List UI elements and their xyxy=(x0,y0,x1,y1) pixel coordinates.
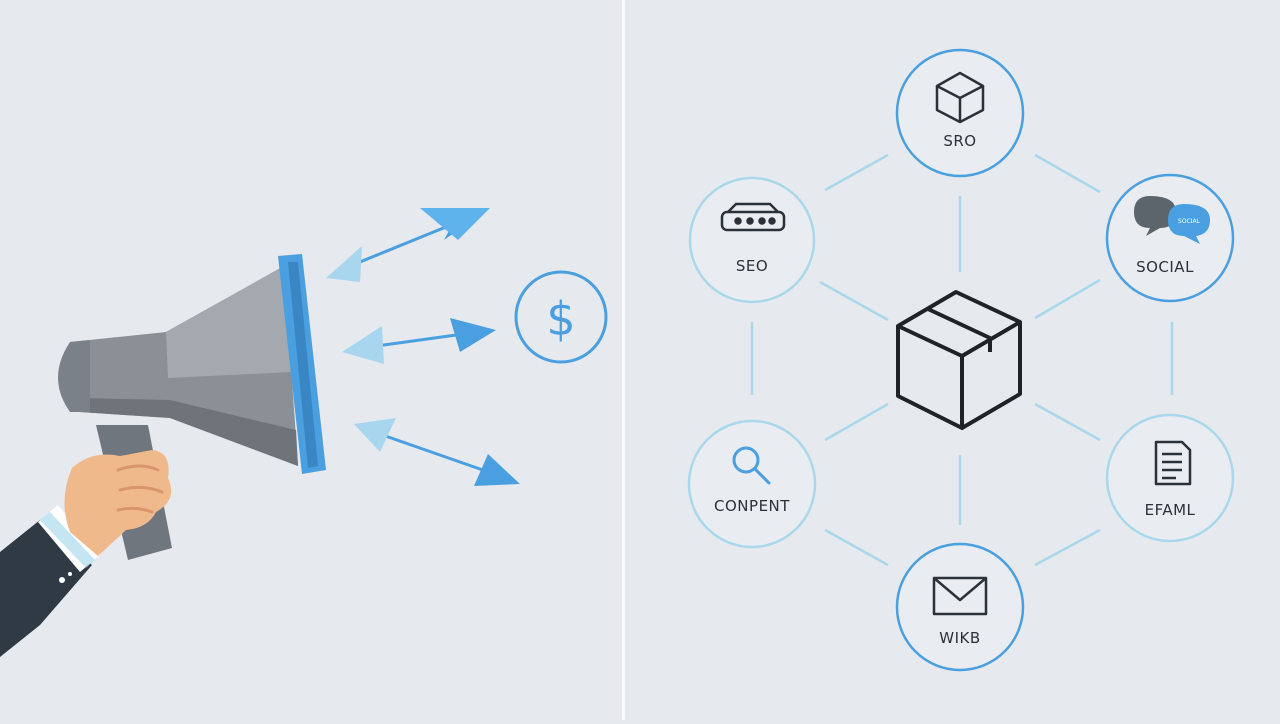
panel-divider xyxy=(622,0,625,720)
node-label-top: SRO xyxy=(943,132,976,150)
node-label-bottom: WIKB xyxy=(939,629,980,647)
magnifier-icon xyxy=(732,446,771,485)
chat-bubbles-icon: SOCIAL xyxy=(1134,196,1210,244)
node-label-upper-left: SEO xyxy=(736,257,768,275)
node-label-lower-left: CONPENT xyxy=(714,497,790,515)
node-label-lower-right: EFAML xyxy=(1145,501,1196,519)
node-label-upper-right: SOCIAL xyxy=(1136,258,1194,276)
network-node-upper-left: SEO xyxy=(688,176,816,304)
network-node-top: SRO xyxy=(895,48,1025,178)
document-icon xyxy=(1154,440,1192,486)
double-arrow-bottom xyxy=(354,418,520,486)
envelope-icon xyxy=(932,576,988,616)
dollar-symbol: $ xyxy=(546,292,575,346)
router-icon xyxy=(720,202,786,232)
double-arrow-middle xyxy=(342,318,496,364)
center-box-icon xyxy=(896,290,1022,430)
network-node-upper-right: SOCIAL SOCIAL xyxy=(1105,173,1235,303)
network-node-bottom: WIKB xyxy=(895,542,1025,672)
network-node-lower-left: CONPENT xyxy=(687,419,817,549)
network-connectors xyxy=(750,153,1174,567)
megaphone-icon xyxy=(0,254,326,657)
network-node-lower-right: EFAML xyxy=(1105,413,1235,543)
double-arrow-top xyxy=(326,208,490,282)
cube-icon xyxy=(935,71,985,124)
dollar-coin-icon: $ xyxy=(514,270,608,364)
chat-bubble-text: SOCIAL xyxy=(1178,218,1201,225)
